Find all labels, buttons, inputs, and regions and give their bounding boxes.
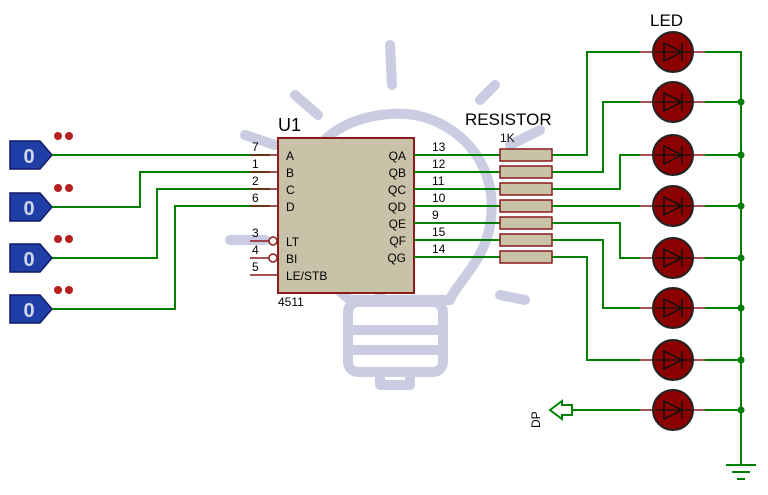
- resistor[interactable]: [499, 148, 553, 162]
- logic-state-d-value: 0: [23, 300, 34, 322]
- logic-state-c-value: 0: [23, 249, 34, 271]
- led[interactable]: [640, 339, 705, 381]
- lt-inverter-bubble: [268, 236, 278, 246]
- pin-name: A: [286, 149, 294, 163]
- resistor[interactable]: [499, 250, 553, 264]
- led[interactable]: [640, 31, 705, 73]
- diode-icon: [663, 349, 684, 371]
- ic-input-pins: [250, 154, 278, 276]
- pin-number: 6: [252, 191, 259, 205]
- diode-icon: [663, 144, 684, 166]
- pin-name: QA: [389, 149, 406, 163]
- logic-state-b-value: 0: [23, 198, 34, 220]
- bi-inverter-bubble: [268, 253, 278, 263]
- pin-name: D: [286, 200, 295, 214]
- led-indicator-icon: [54, 286, 62, 294]
- pin-name: QC: [388, 183, 406, 197]
- ic-part-label: 4511: [278, 295, 304, 309]
- led-column: [640, 31, 705, 431]
- pin-number: 2: [252, 174, 259, 188]
- pin-name: LE/STB: [286, 269, 327, 283]
- pin-name: C: [286, 183, 295, 197]
- pin-number: 13: [432, 140, 446, 154]
- led-indicator-icon: [65, 235, 73, 243]
- led-indicator-icon: [54, 184, 62, 192]
- diode-icon: [663, 247, 684, 269]
- led[interactable]: [640, 185, 705, 227]
- junction-dots: [737, 98, 745, 414]
- resistor[interactable]: [499, 199, 553, 213]
- led[interactable]: [640, 389, 705, 431]
- input-wires: [52, 154, 270, 310]
- pin-number: 12: [432, 157, 446, 171]
- led-ref-label: LED: [650, 11, 683, 30]
- led-indicator-icon: [65, 184, 73, 192]
- resistor[interactable]: [499, 182, 553, 196]
- pin-number: 3: [252, 226, 259, 240]
- resistor-array[interactable]: RESISTOR 1K: [465, 110, 553, 264]
- diode-icon: [663, 195, 684, 217]
- ic-4511[interactable]: U1 4511 7 1 2 6 3 4 5 A B C D LT BI: [250, 115, 446, 309]
- resistor[interactable]: [499, 216, 553, 230]
- logic-state-b[interactable]: 0: [9, 184, 73, 222]
- pin-number: 9: [432, 208, 439, 222]
- pin-name: LT: [286, 235, 300, 249]
- logic-state-a-value: 0: [23, 146, 34, 168]
- diode-icon: [663, 399, 684, 421]
- logic-state-c[interactable]: 0: [9, 235, 73, 273]
- diode-icon: [663, 41, 684, 63]
- output-wires: [414, 154, 500, 258]
- pin-name: QD: [388, 200, 406, 214]
- led-indicator-icon: [65, 286, 73, 294]
- pin-name: QE: [389, 217, 406, 231]
- pin-number: 15: [432, 225, 446, 239]
- pin-number: 7: [252, 140, 259, 154]
- dp-terminal[interactable]: DP: [529, 399, 573, 428]
- resistor[interactable]: [499, 233, 553, 247]
- pin-number: 11: [432, 174, 445, 188]
- pin-name: QB: [389, 166, 406, 180]
- resistor[interactable]: [499, 165, 553, 179]
- resistor-value-label: 1K: [500, 131, 515, 145]
- pin-number: 1: [252, 157, 259, 171]
- ic-ref-label: U1: [278, 115, 301, 135]
- led[interactable]: [640, 81, 705, 123]
- led-indicator-icon: [54, 132, 62, 140]
- pin-name: BI: [286, 252, 297, 266]
- diode-icon: [663, 91, 684, 113]
- pin-number: 5: [252, 260, 259, 274]
- dp-label: DP: [529, 411, 543, 428]
- pin-name: QG: [387, 251, 406, 265]
- pin-number: 14: [432, 242, 446, 256]
- logic-state-d[interactable]: 0: [9, 286, 73, 324]
- pin-number: 4: [252, 243, 259, 257]
- diode-icon: [663, 297, 684, 319]
- resistor-ref-label: RESISTOR: [465, 110, 552, 129]
- pin-number: 10: [432, 191, 446, 205]
- led-wires: [552, 51, 742, 465]
- led-indicator-icon: [65, 132, 73, 140]
- pin-name: B: [286, 166, 294, 180]
- led[interactable]: [640, 287, 705, 329]
- led-indicator-icon: [54, 235, 62, 243]
- logic-state-a[interactable]: 0: [9, 132, 73, 170]
- led[interactable]: [640, 237, 705, 279]
- led[interactable]: [640, 134, 705, 176]
- pin-name: QF: [389, 234, 406, 248]
- ground-icon: [726, 464, 756, 480]
